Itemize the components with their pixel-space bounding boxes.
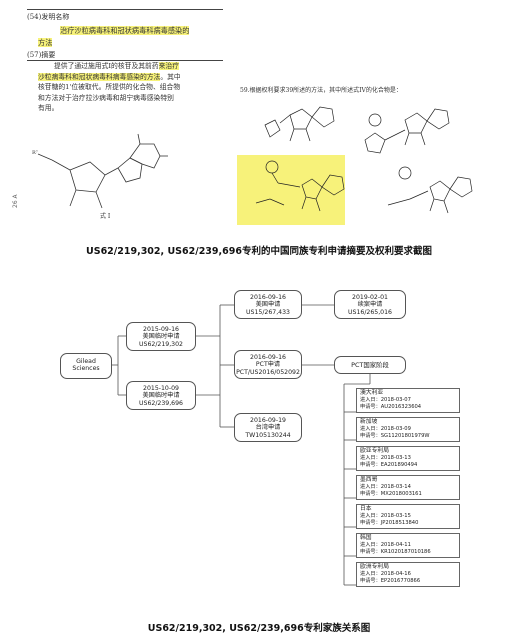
formula-i-structure: R⁷ 式 I: [32, 133, 168, 220]
node-pct-national-stage[interactable]: PCT国家阶段: [334, 356, 406, 374]
section-54-label: (54)发明名称: [27, 13, 70, 21]
patent-caption: US62/219,302, US62/239,696专利的中国同族专利申请摘要及…: [86, 246, 432, 257]
patent-title: 治疗沙粒病毒科和冠状病毒科病毒感染的: [60, 26, 190, 35]
svg-text:R⁷: R⁷: [32, 150, 38, 156]
section-57-label: (57)摘要: [27, 51, 56, 59]
top-rule: [27, 9, 223, 10]
family-caption: US62/219,302, US62/239,696专利家族关系图: [147, 623, 371, 634]
claim-59-text: 59.根据权利要求39所述的方法，其中所述式IV的化合物是：: [240, 87, 402, 94]
patent-scan: (54)发明名称 治疗沙粒病毒科和冠状病毒科病毒感染的 方法 (57)摘要 提供…: [0, 0, 518, 234]
patent-title-line2: 方法: [38, 38, 53, 47]
compound-structures: [255, 106, 473, 214]
abstract-text: 提供了通过施用式I的核苷及其前药来治疗 沙粒病毒科和冠状病毒科病毒感染的方法。其…: [38, 62, 181, 112]
formula-label: 式 I: [100, 212, 111, 220]
abstract-rule: [27, 60, 223, 61]
